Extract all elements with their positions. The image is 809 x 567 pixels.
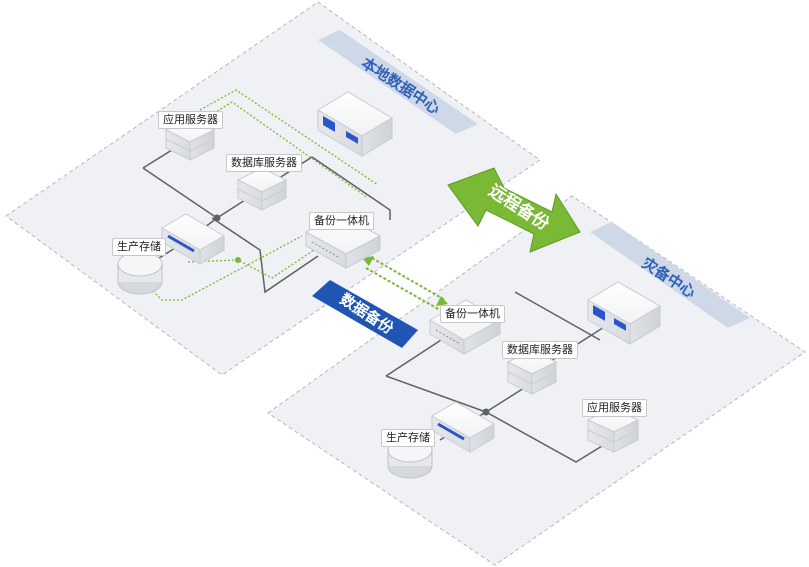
local-backup-appliance-label: 备份一体机	[309, 212, 374, 230]
local-green-node	[235, 257, 241, 263]
local-switch-node	[213, 214, 221, 222]
local-db-server-label: 数据库服务器	[226, 154, 302, 172]
remote-app-server-label: 应用服务器	[582, 399, 647, 417]
local-app-server-label: 应用服务器	[158, 111, 223, 129]
local-storage-disk-icon	[117, 251, 163, 295]
data-backup-banner: 数据备份	[312, 280, 418, 348]
remote-server-rack-icon	[587, 281, 661, 345]
local-storage-controller-icon	[161, 213, 225, 265]
remote-storage-controller-icon	[431, 401, 495, 453]
local-db-server-icon	[236, 167, 288, 211]
remote-switch-node	[482, 408, 490, 416]
local-storage-label: 生产存储	[112, 238, 166, 256]
data-backup-arrowhead-remote	[436, 296, 448, 306]
local-server-rack-icon	[317, 91, 393, 157]
data-backup-link	[365, 257, 446, 311]
remote-storage-label: 生产存储	[381, 429, 435, 447]
remote-db-server-label: 数据库服务器	[502, 341, 578, 359]
remote-backup-appliance-label: 备份一体机	[440, 305, 505, 323]
